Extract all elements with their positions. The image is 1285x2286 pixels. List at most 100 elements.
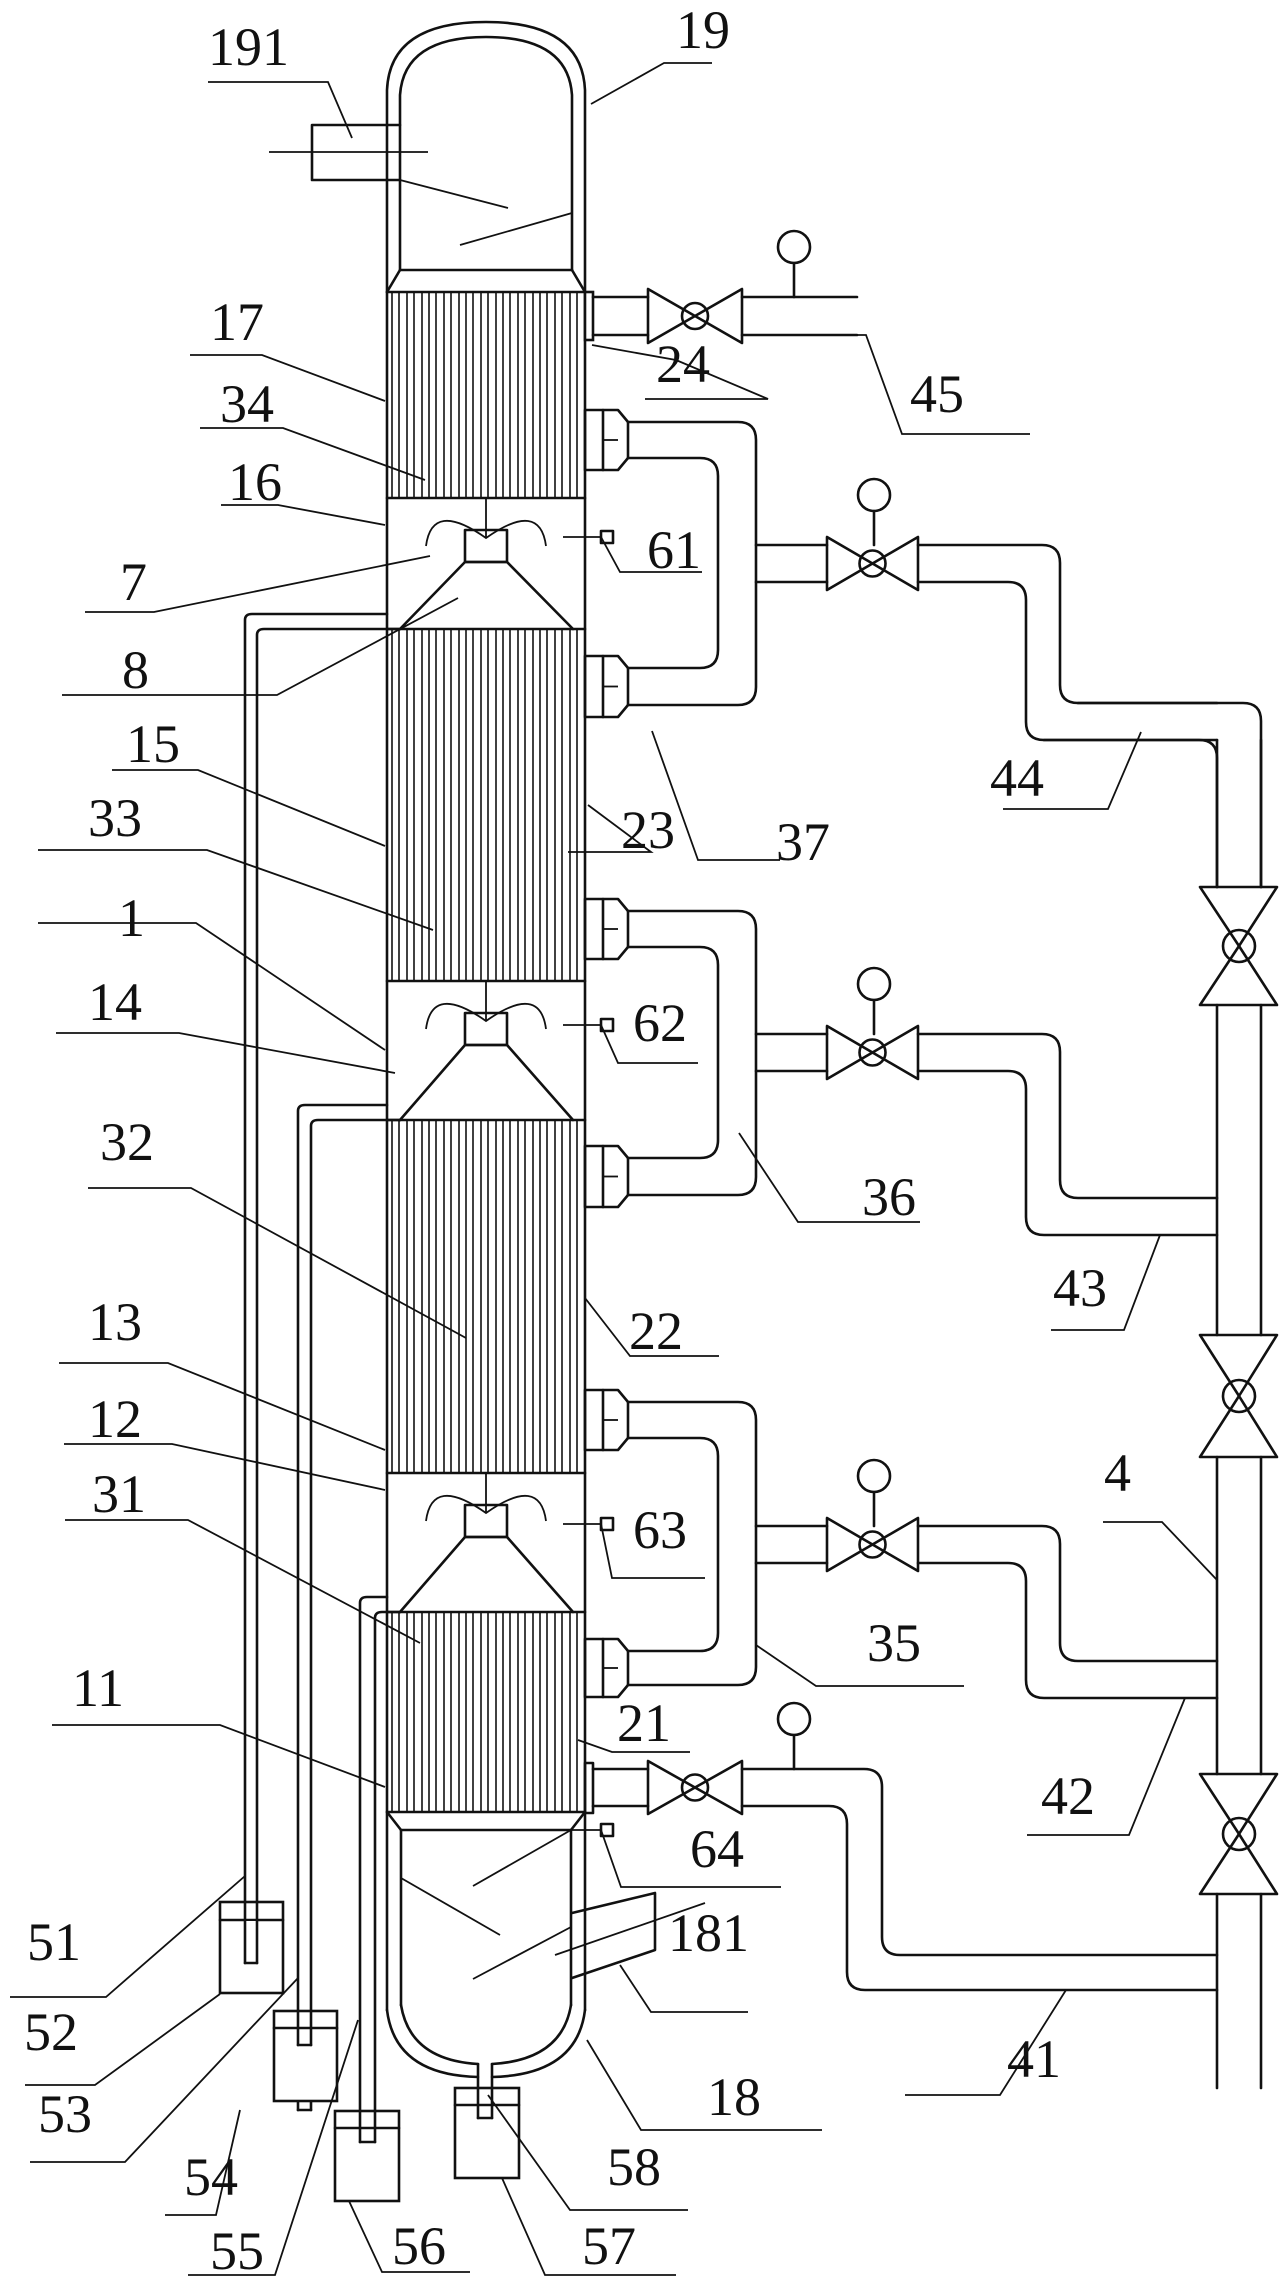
valve-ball [1221, 1816, 1257, 1852]
leader-line [600, 1523, 705, 1579]
leader-line [600, 1829, 781, 1888]
leader-line [56, 1032, 396, 1074]
distributors [398, 498, 575, 1614]
branch-44 [754, 477, 1219, 742]
leader-line [190, 354, 386, 402]
label-31: 31 [92, 1464, 146, 1524]
valve-ball [1221, 1378, 1257, 1414]
valve-right-triangle [871, 535, 920, 592]
label-57: 57 [582, 2216, 636, 2276]
branch-outer [916, 543, 1219, 705]
leader-line [38, 922, 386, 1051]
drain-pipe-53 [296, 1103, 402, 2112]
label-45: 45 [910, 364, 964, 424]
leader-line [38, 849, 434, 931]
branch-inner [916, 1069, 1219, 1237]
gauge-dial [856, 477, 892, 513]
pressure-gauge [856, 477, 892, 547]
label-19: 19 [676, 0, 730, 60]
gauge-dial [776, 229, 812, 265]
main-header [1042, 701, 1279, 2090]
label-21: 21 [617, 1693, 671, 1753]
label-15: 15 [126, 714, 180, 774]
leader-line [62, 597, 459, 696]
label-42: 42 [1041, 1766, 1095, 1826]
label-63: 63 [633, 1500, 687, 1560]
nozzle-flange [583, 1388, 605, 1452]
valve-bottom-triangle [1198, 1832, 1279, 1896]
label-52: 52 [24, 2002, 78, 2062]
valve-ball [858, 1530, 887, 1559]
label-53: 53 [38, 2084, 92, 2144]
nozzle-flange [583, 897, 605, 961]
valve-right-triangle [871, 1516, 920, 1573]
leader-line [755, 1644, 964, 1687]
labels: 191 19 17 24 45 34 16 61 7 8 15 23 37 44… [24, 0, 1131, 2281]
label-17: 17 [210, 292, 264, 352]
header-valve-3 [1198, 1772, 1279, 1896]
label-34: 34 [220, 374, 274, 434]
leader-line [25, 1993, 221, 2086]
leader-line [88, 1187, 467, 1339]
valve-top-triangle [1198, 885, 1279, 948]
nozzle-taper [601, 703, 630, 719]
leader-line [200, 427, 426, 481]
valve-right-triangle [693, 1759, 744, 1816]
label-51: 51 [27, 1912, 81, 1972]
valve-top-triangle [1198, 1333, 1279, 1398]
top-outlet-nozzle [269, 123, 428, 182]
sensor-63 [563, 1516, 615, 1532]
valve-ball [680, 1773, 710, 1802]
label-12: 12 [88, 1389, 142, 1449]
branch-45 [583, 290, 859, 342]
pressure-gauge [776, 229, 812, 299]
branch-41 [583, 1701, 1219, 1992]
valve-bottom-triangle [1198, 944, 1279, 1007]
valve-ball [1221, 928, 1257, 964]
leader-line [64, 1443, 386, 1491]
branch-inner [916, 1561, 1219, 1700]
leader-line [600, 536, 702, 573]
nozzle-taper [601, 408, 630, 424]
label-11: 11 [72, 1658, 124, 1718]
nozzle-taper [601, 1637, 630, 1653]
bottom-inlet-nozzle [554, 1891, 706, 1980]
distributor-cone [398, 1043, 575, 1122]
leader-line [591, 344, 769, 400]
leader-line [1103, 1521, 1218, 1581]
valve-ball [680, 301, 710, 331]
leader-line [487, 2094, 688, 2211]
label-22: 22 [629, 1301, 683, 1361]
nozzle-taper [601, 897, 630, 913]
valve-left-triangle [825, 535, 874, 592]
label-43: 43 [1053, 1258, 1107, 1318]
nozzle-taper [601, 1388, 630, 1404]
nozzle-taper [601, 1193, 630, 1209]
nozzle-flange [583, 408, 605, 472]
leader-line [586, 2039, 822, 2131]
label-58: 58 [607, 2137, 661, 2197]
label-14: 14 [88, 972, 142, 1032]
label-191: 191 [208, 17, 289, 77]
label-61: 61 [647, 520, 701, 580]
branch-outer [916, 1524, 1219, 1663]
header-valve-1 [1198, 885, 1279, 1007]
valve-ball [858, 549, 887, 578]
label-33: 33 [88, 788, 142, 848]
collection-tank-56 [333, 2109, 401, 2203]
branch-42 [754, 1458, 1219, 1700]
label-16: 16 [228, 452, 282, 512]
label-44: 44 [990, 748, 1044, 808]
loop-outer [626, 1400, 758, 1687]
loop-outer [626, 420, 758, 707]
loop-inner [626, 945, 720, 1160]
leader-line [112, 769, 386, 847]
gauge-dial [856, 1458, 892, 1494]
distributor-cone [398, 560, 575, 631]
label-13: 13 [88, 1292, 142, 1352]
leader-line [221, 504, 386, 526]
pressure-gauge [776, 1701, 812, 1771]
nozzle-flange [583, 1144, 605, 1209]
